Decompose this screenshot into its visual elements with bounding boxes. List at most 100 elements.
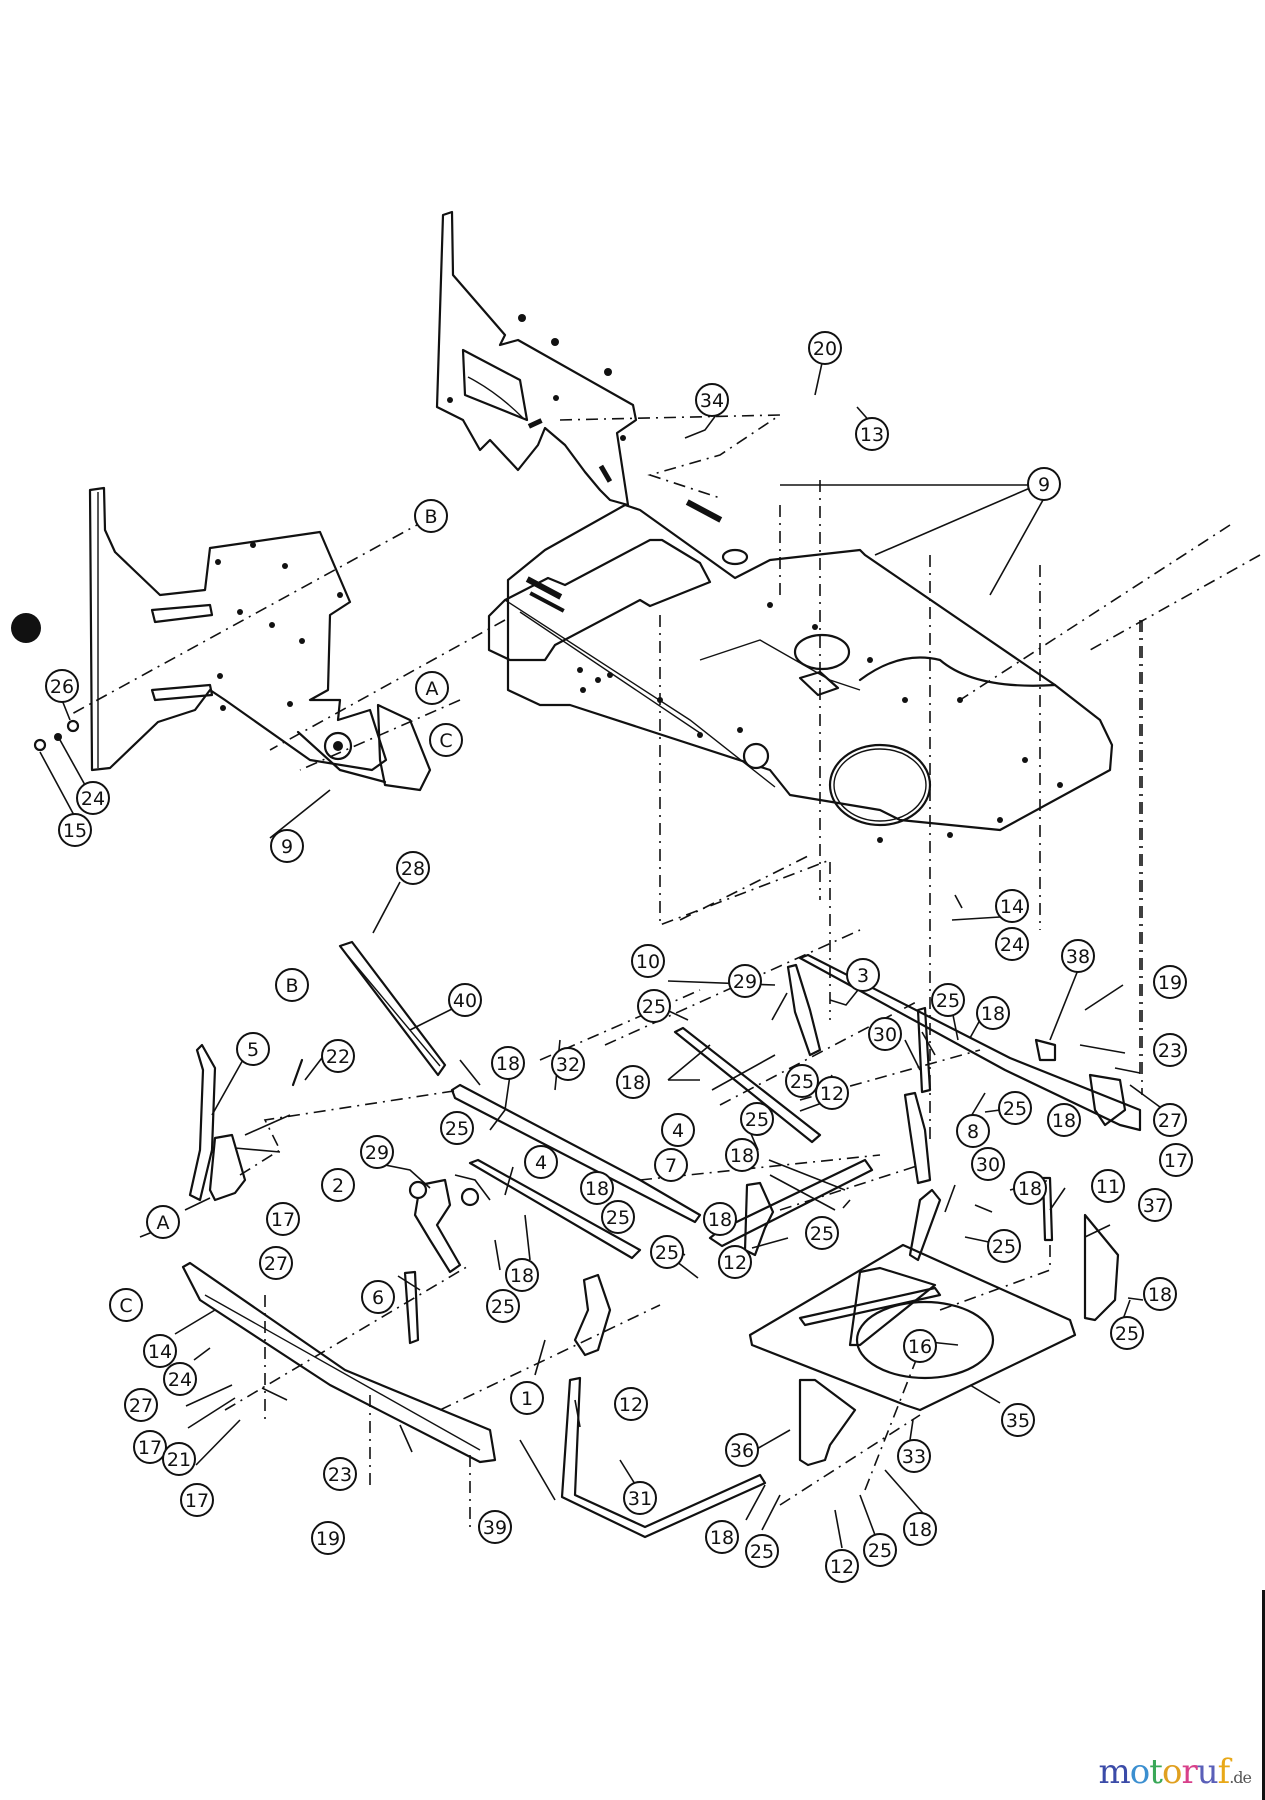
callout-21: 21: [162, 1442, 196, 1476]
callout-circle: [311, 1521, 345, 1555]
callout-circle: [580, 1171, 614, 1205]
callout-circle: [903, 1329, 937, 1363]
callout-circle: [805, 1216, 839, 1250]
page-edge-bar: [1262, 1590, 1265, 1800]
callout-label: 12: [619, 1394, 643, 1416]
callout-label: 8: [967, 1121, 979, 1143]
callout-circle: [415, 671, 449, 705]
callout-label: 32: [556, 1054, 580, 1076]
callout-label: 19: [316, 1528, 340, 1550]
callout-5: 5: [236, 1032, 270, 1066]
callout-17: 17: [266, 1202, 300, 1236]
callout-18: 18: [580, 1171, 614, 1205]
left-bracket: [11, 486, 432, 792]
callout-label: 4: [535, 1152, 547, 1174]
callout-25: 25: [637, 989, 671, 1023]
callout-circle: [971, 1147, 1005, 1181]
callout-24: 24: [163, 1362, 197, 1396]
callout-label: 20: [813, 338, 837, 360]
callout-circle: [1061, 939, 1095, 973]
callout-circle: [143, 1334, 177, 1368]
callout-label: 10: [636, 951, 660, 973]
callout-label: 18: [708, 1209, 732, 1231]
callout-circle: [846, 958, 880, 992]
callout-circle: [109, 1288, 143, 1322]
callout-2: 2: [321, 1168, 355, 1202]
callout-label: 7: [665, 1155, 677, 1177]
callout-28: 28: [396, 851, 430, 885]
callout-12: 12: [815, 1076, 849, 1110]
callout-circle: [855, 417, 889, 451]
callout-label: 4: [672, 1120, 684, 1142]
callout-circle: [58, 813, 92, 847]
callout-circle: [163, 1362, 197, 1396]
callout-circle: [868, 1017, 902, 1051]
callout-1: 1: [510, 1381, 544, 1415]
callout-4: 4: [524, 1145, 558, 1179]
callout-circle: [956, 1114, 990, 1148]
callout-38: 38: [1061, 939, 1095, 973]
callout-label: 25: [745, 1109, 769, 1131]
callout-label: 2: [332, 1175, 344, 1197]
callout-18: 18: [491, 1046, 525, 1080]
callout-circle: [1013, 1171, 1047, 1205]
callout-label: B: [285, 975, 298, 997]
callout-label: 24: [1000, 934, 1024, 956]
callout-label: 25: [936, 990, 960, 1012]
callout-circle: [76, 781, 110, 815]
callout-27: 27: [124, 1388, 158, 1422]
callout-24: 24: [995, 927, 1029, 961]
callout-label: 38: [1066, 946, 1090, 968]
callout-label: 18: [496, 1053, 520, 1075]
callout-label: 17: [138, 1437, 162, 1459]
callout-circle: [1153, 1033, 1187, 1067]
callout-label: 22: [326, 1046, 350, 1068]
callout-circle: [1027, 467, 1061, 501]
callout-label: 13: [860, 424, 884, 446]
callout-12: 12: [718, 1245, 752, 1279]
callout-30: 30: [971, 1147, 1005, 1181]
callout-label: 14: [1000, 896, 1024, 918]
callout-label: 25: [606, 1207, 630, 1229]
callout-14: 14: [143, 1334, 177, 1368]
callout-circle: [146, 1205, 180, 1239]
callout-label: 11: [1096, 1176, 1120, 1198]
callout-circle: [1091, 1169, 1125, 1203]
callout-25: 25: [440, 1111, 474, 1145]
callout-circle: [695, 383, 729, 417]
callout-35: 35: [1001, 1403, 1035, 1437]
callout-34: 34: [695, 383, 729, 417]
callout-circle: [323, 1457, 357, 1491]
callout-circle: [728, 964, 762, 998]
callout-circle: [505, 1258, 539, 1292]
callout-circle: [1153, 1103, 1187, 1137]
callout-17: 17: [133, 1430, 167, 1464]
watermark-logo: motoruf.de: [1098, 1752, 1252, 1792]
callout-18: 18: [725, 1138, 759, 1172]
callout-circle: [491, 1046, 525, 1080]
main-frame: [487, 499, 1114, 843]
watermark-letter: m: [1098, 1752, 1131, 1792]
callout-label: A: [157, 1212, 170, 1234]
callout-label: 19: [1158, 972, 1182, 994]
callout-label: 37: [1143, 1195, 1167, 1217]
callout-22: 22: [321, 1039, 355, 1073]
callout-18: 18: [705, 1520, 739, 1554]
callout-18: 18: [903, 1512, 937, 1546]
watermark-brand: motoruf: [1098, 1752, 1231, 1792]
callout-9: 9: [270, 829, 304, 863]
callout-circle: [863, 1533, 897, 1567]
callout-label: 25: [1115, 1323, 1139, 1345]
callout-circle: [931, 983, 965, 1017]
callout-circle: [825, 1549, 859, 1583]
callout-18: 18: [703, 1202, 737, 1236]
watermark-letter: f: [1217, 1752, 1231, 1792]
callout-label: C: [439, 730, 452, 752]
callout-circle: [637, 989, 671, 1023]
callout-label: 18: [1148, 1284, 1172, 1306]
callout-label: 18: [1052, 1110, 1076, 1132]
callout-circle: [995, 927, 1029, 961]
callout-label: 18: [510, 1265, 534, 1287]
callout-label: 25: [992, 1236, 1016, 1258]
callout-circle: [361, 1280, 395, 1314]
